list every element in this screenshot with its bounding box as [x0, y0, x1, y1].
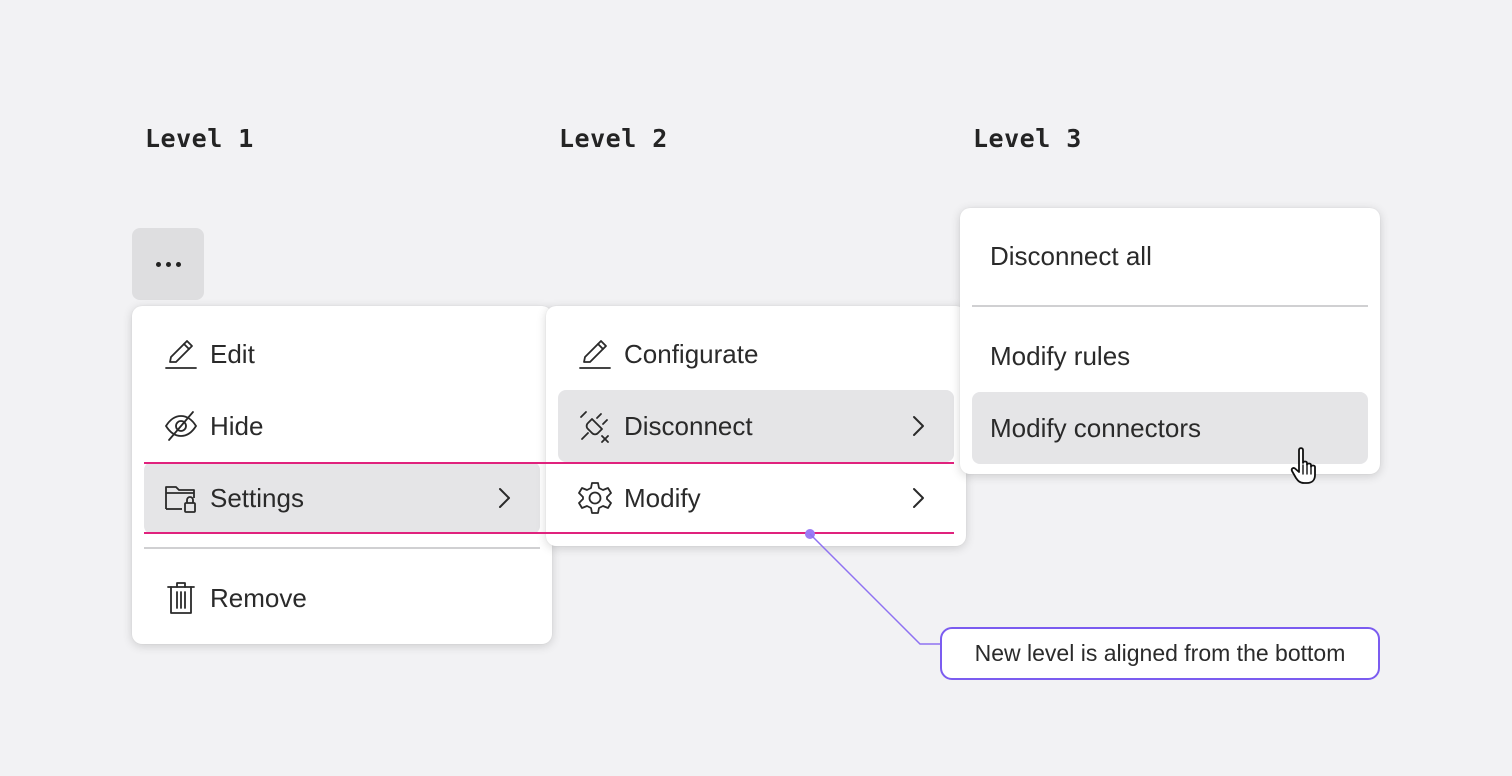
- menu-item-disconnect[interactable]: Disconnect: [558, 390, 954, 462]
- alignment-guide-bottom: [144, 532, 954, 534]
- menu-item-label: Hide: [210, 410, 264, 441]
- level-2-heading: Level 2: [559, 124, 668, 153]
- more-options-button[interactable]: [132, 228, 204, 300]
- annotation-callout: New level is aligned from the bottom: [940, 627, 1380, 680]
- chevron-right-icon: [913, 416, 924, 436]
- menu-item-label: Modify connectors: [990, 412, 1201, 443]
- chevron-right-icon: [499, 488, 510, 508]
- menu-item-configurate[interactable]: Configurate: [558, 318, 954, 390]
- level-3-heading: Level 3: [973, 124, 1082, 153]
- menu-item-modify-rules[interactable]: Modify rules: [972, 320, 1368, 392]
- level-1-heading: Level 1: [145, 124, 254, 153]
- menu-item-remove[interactable]: Remove: [144, 562, 540, 634]
- folder-lock-icon: [164, 481, 198, 515]
- menu-item-label: Remove: [210, 582, 307, 613]
- menu-item-label: Configurate: [624, 338, 759, 369]
- more-horizontal-icon: [153, 261, 183, 267]
- trash-icon: [164, 581, 198, 615]
- chevron-right-icon: [913, 488, 924, 508]
- menu-item-hide[interactable]: Hide: [144, 390, 540, 462]
- alignment-guide-top: [144, 462, 954, 464]
- menu-divider: [972, 305, 1368, 307]
- pencil-icon: [578, 337, 612, 371]
- menu-level-2: Configurate Disconnect Modify: [546, 306, 966, 546]
- menu-level-1: Edit Hide Settings: [132, 306, 552, 644]
- menu-item-modify[interactable]: Modify: [558, 462, 954, 534]
- unplug-icon: [578, 409, 612, 443]
- menu-item-settings[interactable]: Settings: [144, 462, 540, 534]
- menu-item-edit[interactable]: Edit: [144, 318, 540, 390]
- menu-item-label: Disconnect all: [990, 240, 1152, 271]
- eye-off-icon: [164, 409, 198, 443]
- pencil-icon: [164, 337, 198, 371]
- menu-level-3: Disconnect all Modify rules Modify conne…: [960, 208, 1380, 474]
- menu-item-label: Modify: [624, 482, 701, 513]
- menu-divider: [144, 547, 540, 549]
- menu-item-label: Edit: [210, 338, 255, 369]
- menu-item-label: Settings: [210, 482, 304, 513]
- annotation-text: New level is aligned from the bottom: [974, 640, 1346, 666]
- hand-pointer-cursor-icon: [1290, 447, 1316, 484]
- menu-item-disconnect-all[interactable]: Disconnect all: [972, 220, 1368, 292]
- menu-item-label: Modify rules: [990, 340, 1131, 371]
- menu-item-label: Disconnect: [624, 410, 753, 441]
- gear-icon: [578, 481, 612, 515]
